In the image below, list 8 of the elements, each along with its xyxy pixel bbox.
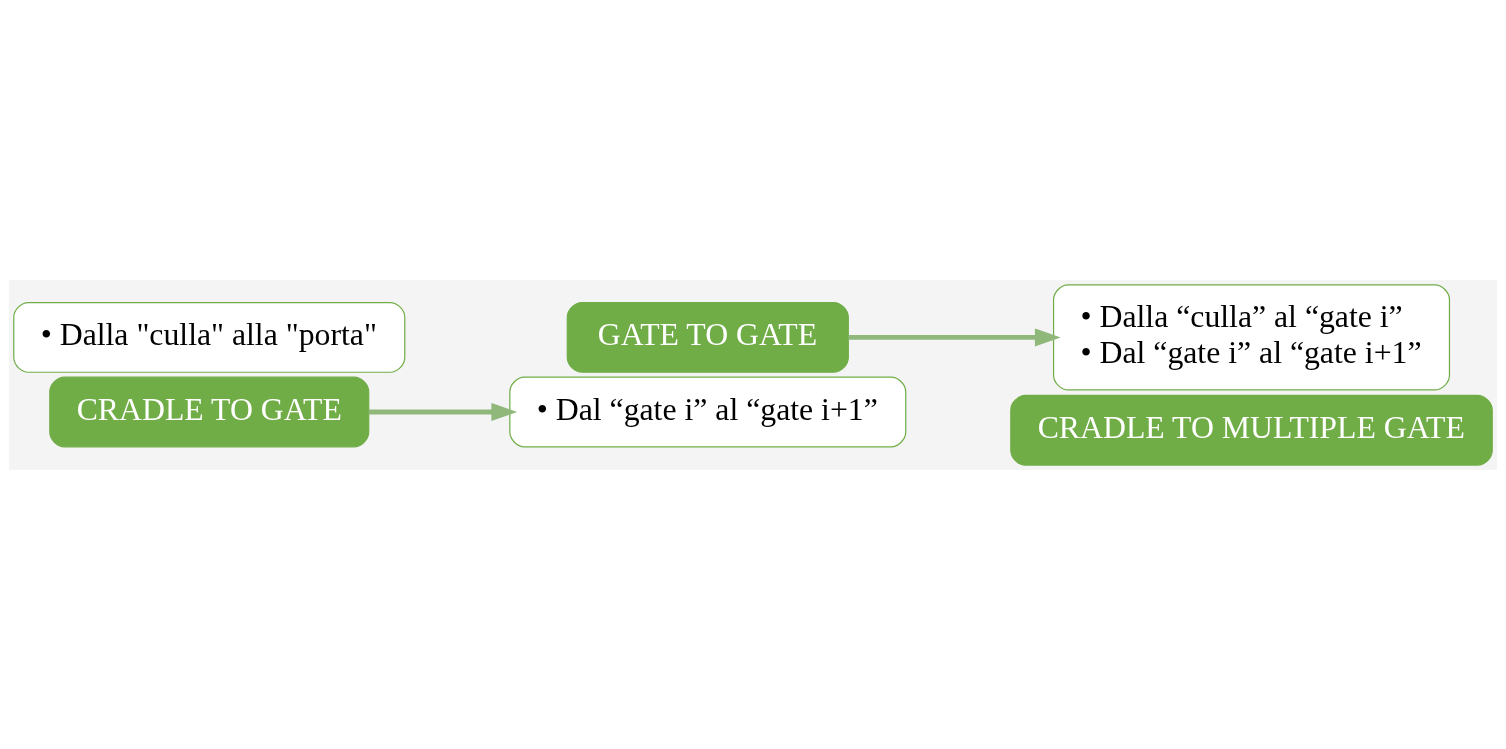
node-box: • Dalla “culla” al “gate i” • Dal “gate i” al “gate i+1” [1052, 283, 1451, 391]
arrow [368, 402, 518, 421]
node-box: • Dalla "culla" alla "porta" [13, 301, 406, 373]
node-box: • Dal “gate i” al “gate i+1” [509, 376, 907, 447]
arrow [848, 327, 1061, 346]
node-box: CRADLE TO MULTIPLE GATE [1010, 394, 1493, 466]
node-box: CRADLE TO GATE [49, 376, 370, 447]
node-box: GATE TO GATE [566, 301, 849, 373]
